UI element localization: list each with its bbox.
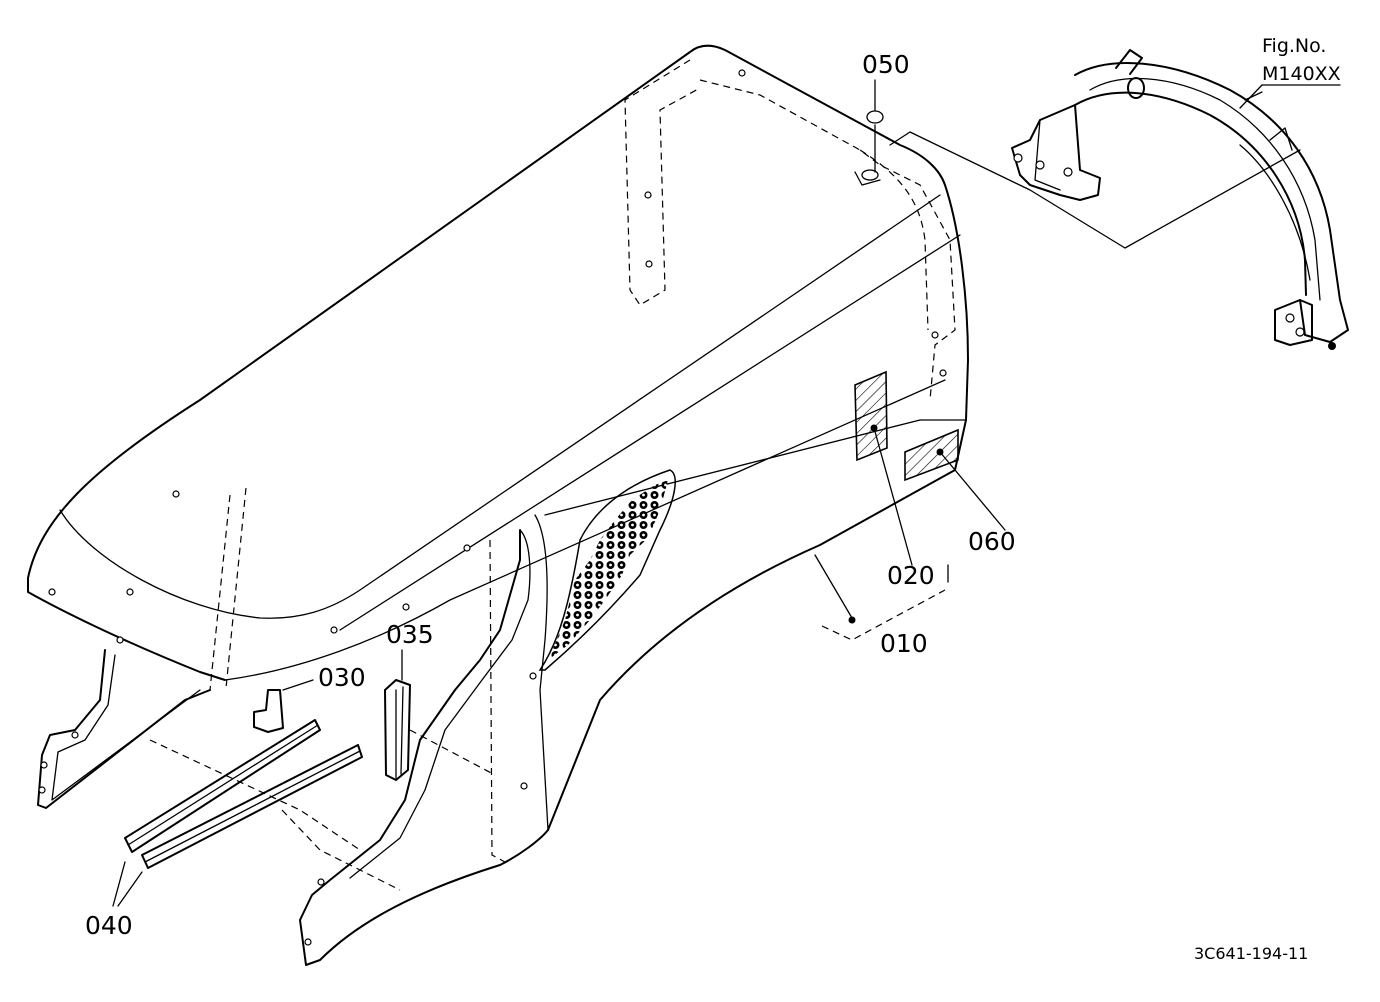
label-035: 035 xyxy=(386,620,434,649)
part-035-seal-strip xyxy=(384,679,411,781)
label-020: 020 xyxy=(887,561,935,590)
label-030: 030 xyxy=(318,663,366,692)
callout-labels: 050 060 020 010 035 030 040 xyxy=(85,50,1016,940)
part-030-bracket xyxy=(253,689,284,733)
part-020-label xyxy=(854,370,913,566)
side-mesh-grille xyxy=(538,469,676,671)
left-front-skirt xyxy=(37,649,361,851)
label-060: 060 xyxy=(968,527,1016,556)
bonnet-hood xyxy=(27,44,969,966)
part-010-reference xyxy=(814,554,949,641)
part-040-seal-rails xyxy=(112,719,363,907)
figure-reference: Fig.No. M140XX xyxy=(1262,35,1341,85)
fig-ref-code[interactable]: M140XX xyxy=(1262,63,1341,85)
fig-ref-label: Fig.No. xyxy=(1262,35,1326,57)
label-040: 040 xyxy=(85,911,133,940)
label-010: 010 xyxy=(880,629,928,658)
label-050: 050 xyxy=(862,50,910,79)
drawing-code: 3C641-194-11 xyxy=(1194,944,1308,963)
front-grille-frame xyxy=(889,49,1349,350)
part-060-label xyxy=(904,428,1006,531)
part-050-cap xyxy=(854,110,884,186)
